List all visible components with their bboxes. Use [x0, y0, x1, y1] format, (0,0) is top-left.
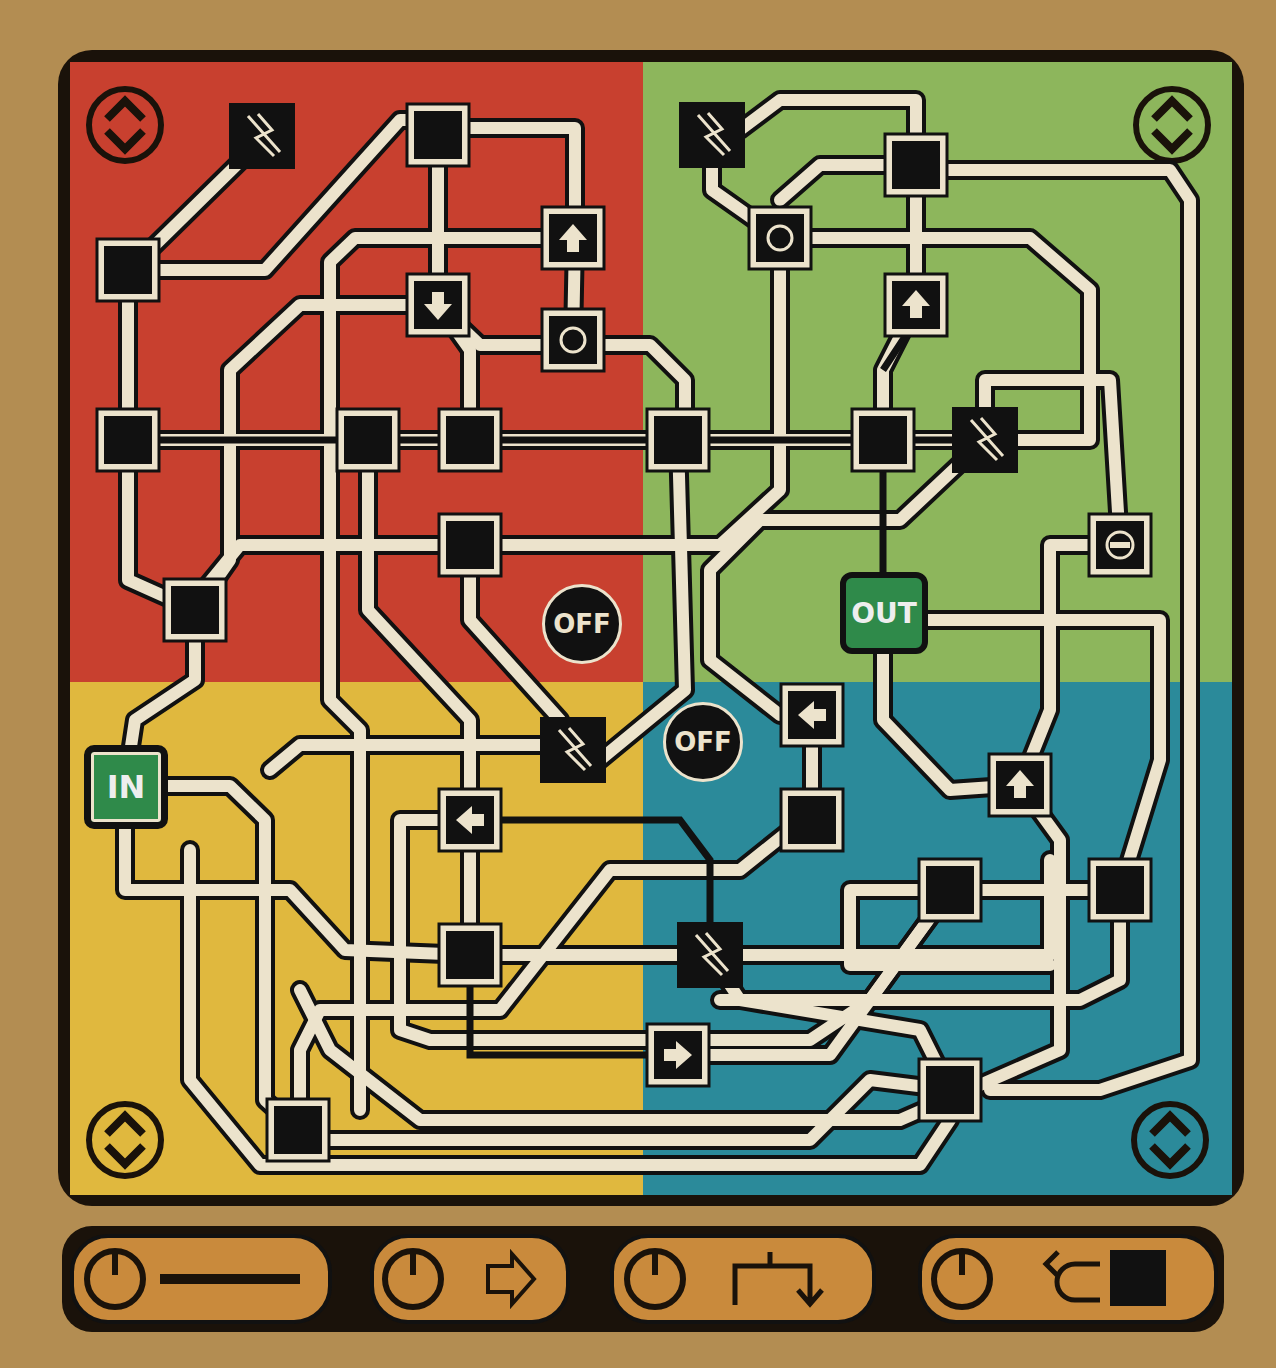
node-label: OFF — [674, 727, 732, 757]
green-quadrant — [643, 62, 1232, 682]
tile-symbols — [424, 224, 1133, 1069]
node-label: OFF — [553, 609, 611, 639]
input-box: IN — [84, 745, 168, 829]
control-bar — [62, 1226, 1224, 1332]
node-label: IN — [107, 768, 146, 806]
off-circle: OFF — [663, 702, 743, 782]
wire-outline — [125, 100, 1190, 1165]
powered-wire — [128, 320, 985, 1055]
off-circle: OFF — [542, 584, 622, 664]
frame — [58, 50, 1244, 1206]
output-box: OUT — [840, 572, 928, 654]
tiles — [97, 102, 1151, 1161]
wire — [125, 100, 1190, 1165]
node-label: OUT — [851, 597, 917, 630]
